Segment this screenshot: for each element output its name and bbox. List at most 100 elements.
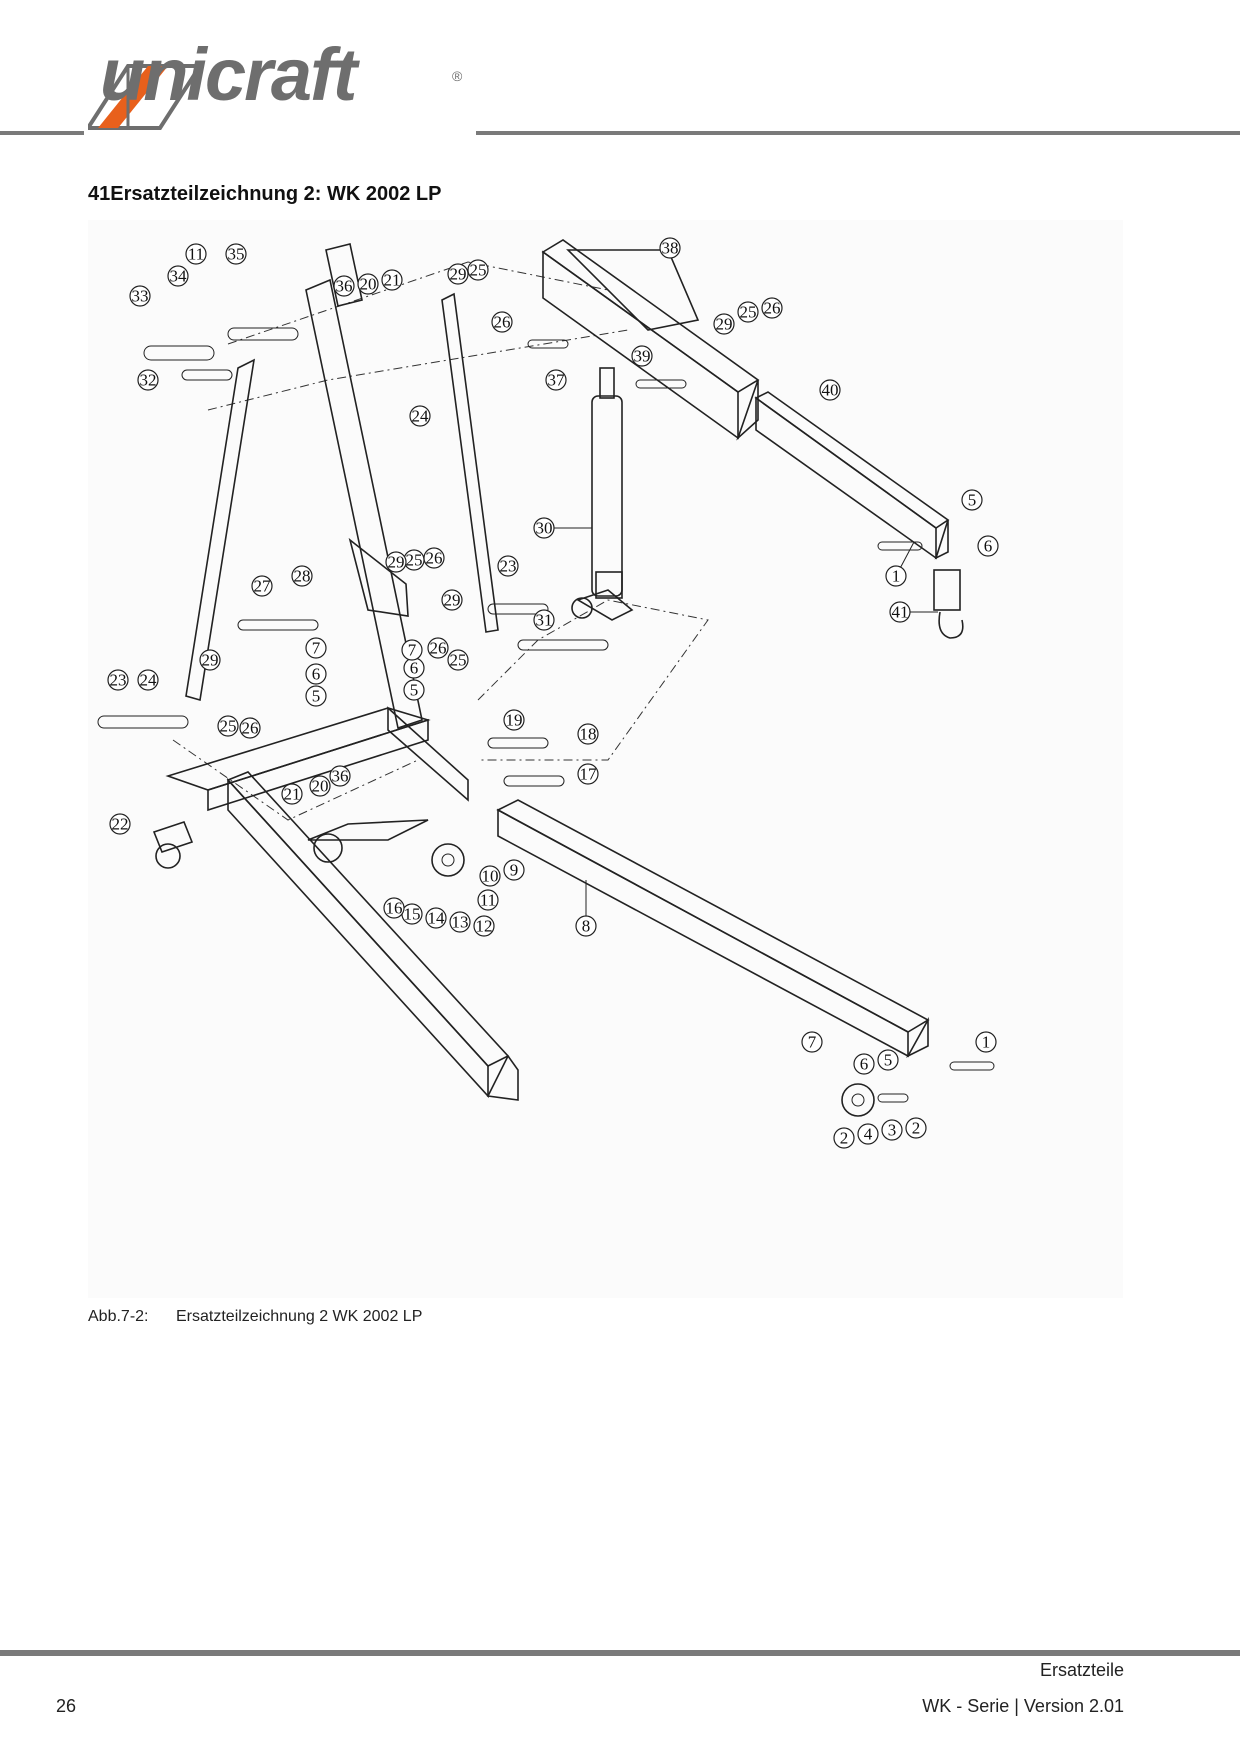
svg-text:26: 26 <box>242 719 259 738</box>
callout-17: 17 <box>577 763 599 785</box>
svg-text:35: 35 <box>228 245 245 264</box>
svg-text:8: 8 <box>582 917 591 936</box>
callout-5d: 5 <box>403 679 425 701</box>
callout-19: 19 <box>503 709 525 731</box>
svg-text:6: 6 <box>984 537 993 556</box>
hook-assembly <box>933 569 964 639</box>
header-rule-right <box>476 131 1240 135</box>
callout-23a: 23 <box>497 555 519 577</box>
callout-29b: 29 <box>713 313 735 335</box>
svg-text:11: 11 <box>480 891 496 910</box>
svg-text:24: 24 <box>140 671 158 690</box>
svg-text:16: 16 <box>386 899 403 918</box>
svg-text:1: 1 <box>982 1033 991 1052</box>
callout-11b: 11 <box>477 889 499 911</box>
svg-text:23: 23 <box>500 557 517 576</box>
callout-22: 22 <box>109 813 131 835</box>
brand-wordmark: unicraft <box>100 33 357 116</box>
svg-text:12: 12 <box>476 917 493 936</box>
svg-text:7: 7 <box>312 639 321 658</box>
callout-6c: 6 <box>305 663 327 685</box>
callout-26d: 26 <box>427 637 449 659</box>
callout-6b: 6 <box>853 1053 875 1075</box>
callout-2b: 2 <box>905 1117 927 1139</box>
callout-13: 13 <box>449 911 471 933</box>
brace-strut <box>441 292 499 633</box>
callout-16: 16 <box>383 897 405 919</box>
callout-36a: 36 <box>333 275 355 297</box>
callout-7c: 7 <box>401 639 423 661</box>
callout-26b: 26 <box>761 297 783 319</box>
caption-label: Abb.7-2: <box>88 1308 149 1325</box>
svg-text:38: 38 <box>662 239 679 258</box>
svg-text:6: 6 <box>410 659 419 678</box>
logo-mark-icon <box>88 64 204 130</box>
footer-rule <box>0 1650 1240 1656</box>
callout-34: 34 <box>167 265 189 287</box>
callout-25a: 25 <box>467 259 489 281</box>
callout-26c: 26 <box>423 547 445 569</box>
callout-25e: 25 <box>217 715 239 737</box>
svg-text:26: 26 <box>430 639 447 658</box>
svg-text:20: 20 <box>360 275 377 294</box>
svg-text:4: 4 <box>864 1125 873 1144</box>
svg-text:22: 22 <box>112 815 129 834</box>
pins <box>97 327 995 1071</box>
svg-text:36: 36 <box>336 277 353 296</box>
callout-1a: 1 <box>885 541 915 587</box>
callout-2a: 2 <box>833 1127 855 1149</box>
callout-24b: 24 <box>137 669 159 691</box>
svg-text:29: 29 <box>716 315 733 334</box>
svg-text:5: 5 <box>968 491 977 510</box>
callout-9: 9 <box>503 859 525 881</box>
section-title: 41Ersatzteilzeichnung 2: WK 2002 LP <box>88 183 442 205</box>
svg-text:14: 14 <box>428 909 446 928</box>
callout-41: 41 <box>889 601 938 623</box>
callout-18: 18 <box>577 723 599 745</box>
svg-text:5: 5 <box>312 687 321 706</box>
svg-text:31: 31 <box>536 611 553 630</box>
svg-text:37: 37 <box>548 371 566 390</box>
svg-text:21: 21 <box>384 271 401 290</box>
callout-40: 40 <box>819 379 841 401</box>
svg-text:33: 33 <box>132 287 149 306</box>
svg-text:9: 9 <box>510 861 519 880</box>
svg-text:24: 24 <box>412 407 430 426</box>
callout-1b: 1 <box>975 1031 997 1053</box>
callout-25d: 25 <box>447 649 469 671</box>
parts-diagram: 1 1 2 2 3 4 5 5 5 5 6 6 6 6 7 7 7 8 9 10… <box>88 220 1123 1298</box>
header-rule-left <box>0 131 84 135</box>
callout-32: 32 <box>137 369 159 391</box>
callout-29d: 29 <box>441 589 463 611</box>
callout-7a: 7 <box>801 1031 823 1053</box>
svg-text:18: 18 <box>580 725 597 744</box>
svg-text:39: 39 <box>634 347 651 366</box>
callout-14: 14 <box>425 907 447 929</box>
callout-4: 4 <box>857 1123 879 1145</box>
svg-text:28: 28 <box>294 567 311 586</box>
svg-text:29: 29 <box>388 553 405 572</box>
callout-29c: 29 <box>385 551 407 573</box>
callout-8: 8 <box>575 880 597 937</box>
svg-text:25: 25 <box>220 717 237 736</box>
callout-23b: 23 <box>107 669 129 691</box>
svg-text:15: 15 <box>404 905 421 924</box>
callout-5b: 5 <box>877 1049 899 1071</box>
svg-text:40: 40 <box>822 381 839 400</box>
svg-text:5: 5 <box>884 1051 893 1070</box>
callout-24a: 24 <box>409 405 431 427</box>
svg-text:36: 36 <box>332 767 349 786</box>
hydraulic-cylinder <box>571 367 634 621</box>
svg-text:25: 25 <box>740 303 757 322</box>
callout-3: 3 <box>881 1119 903 1141</box>
svg-text:6: 6 <box>860 1055 869 1074</box>
svg-text:20: 20 <box>312 777 329 796</box>
svg-text:1: 1 <box>892 567 901 586</box>
svg-text:41: 41 <box>892 603 909 622</box>
svg-text:26: 26 <box>494 313 511 332</box>
callout-28: 28 <box>291 565 313 587</box>
svg-text:2: 2 <box>840 1129 849 1148</box>
callout-35: 35 <box>225 243 247 265</box>
svg-text:7: 7 <box>808 1033 817 1052</box>
footer-section-name: Ersatzteile <box>1039 1660 1124 1680</box>
